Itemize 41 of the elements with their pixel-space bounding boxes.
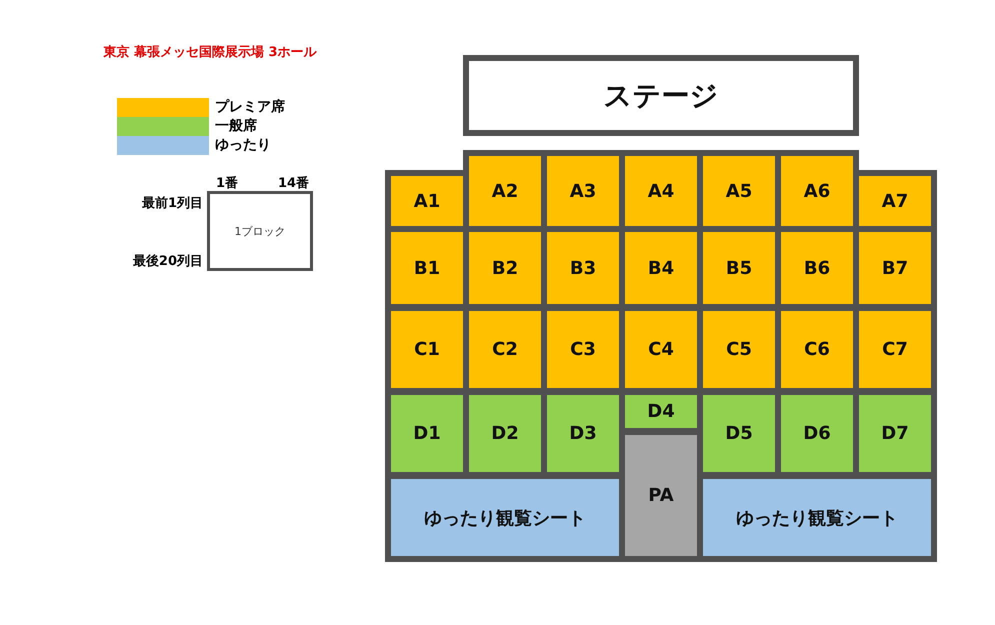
legend-label: 一般席 — [215, 118, 257, 135]
seat-block: C3 — [547, 311, 619, 388]
seat-block: A1 — [391, 176, 463, 226]
legend-label: ゆったり — [215, 137, 271, 154]
seat-block: B1 — [391, 232, 463, 304]
block-note: 1番 — [216, 176, 238, 192]
seat-block: C7 — [859, 311, 931, 388]
seat-block: D4 — [625, 395, 697, 428]
seat-block: C1 — [391, 311, 463, 388]
seat-block: A4 — [625, 156, 697, 226]
seat-block: A3 — [547, 156, 619, 226]
seat-block: A7 — [859, 176, 931, 226]
seat-block: B4 — [625, 232, 697, 304]
seat-block: C6 — [781, 311, 853, 388]
seat-block: D7 — [859, 395, 931, 472]
block-note: 最前1列目 — [140, 196, 203, 212]
legend-label: プレミア席 — [215, 99, 285, 116]
seat-block: D6 — [781, 395, 853, 472]
seat-block: A6 — [781, 156, 853, 226]
seat-block: D5 — [703, 395, 775, 472]
seat-block: B3 — [547, 232, 619, 304]
stage-box: ステージ — [463, 55, 859, 136]
seat-block: D3 — [547, 395, 619, 472]
block-note: 14番 — [278, 176, 310, 192]
seat-block: B5 — [703, 232, 775, 304]
seat-area: ゆったり観覧シート — [703, 479, 931, 556]
seat-block: A2 — [469, 156, 541, 226]
seat-block: C2 — [469, 311, 541, 388]
block-note: 最後20列目 — [132, 254, 203, 270]
title: 東京 幕張メッセ国際展示場 3ホール — [102, 44, 318, 62]
seat-block: B7 — [859, 232, 931, 304]
seat-block: B2 — [469, 232, 541, 304]
seat-block: D2 — [469, 395, 541, 472]
seat-block: D1 — [391, 395, 463, 472]
seat-block: A5 — [703, 156, 775, 226]
seat-area: ゆったり観覧シート — [391, 479, 619, 556]
seat-block: C5 — [703, 311, 775, 388]
seat-block: B6 — [781, 232, 853, 304]
pa-area: PA — [625, 435, 697, 556]
block-diagram-box: 1ブロック — [207, 191, 313, 271]
seat-block: C4 — [625, 311, 697, 388]
